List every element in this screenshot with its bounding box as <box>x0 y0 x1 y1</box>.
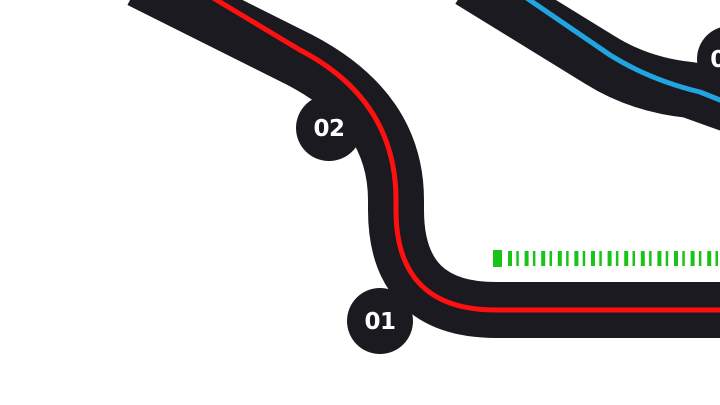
start-grid-tick <box>657 251 662 266</box>
track-upper-section <box>455 0 720 131</box>
start-grid-tick <box>582 251 586 266</box>
start-grid-tick <box>541 251 546 266</box>
corner-02-marker: 02 <box>296 95 362 161</box>
start-grid-tick <box>682 251 685 266</box>
corner-01-label: 01 <box>364 309 395 335</box>
corner-partial-badge <box>697 27 720 91</box>
start-grid-tick <box>715 251 718 266</box>
start-finish-grid <box>493 250 718 267</box>
start-grid-tick <box>607 251 612 266</box>
start-grid-tick <box>690 251 695 266</box>
start-grid-tick <box>557 251 562 266</box>
start-grid-tick <box>649 251 652 266</box>
corner-partial-label: 0 <box>710 47 720 73</box>
corner-01-badge <box>347 288 413 354</box>
sector-red-line <box>211 0 720 313</box>
sector-blue-line <box>525 0 720 103</box>
start-grid-tick <box>508 251 512 266</box>
start-grid-tick <box>615 251 619 266</box>
start-grid-tick <box>665 251 669 266</box>
corner-partial-marker: 0 <box>697 27 720 91</box>
start-grid-tick <box>591 251 595 266</box>
start-grid-tick <box>624 251 629 266</box>
start-grid-tick <box>566 251 569 266</box>
start-grid-tick <box>674 251 678 266</box>
start-grid-block <box>493 250 502 267</box>
start-grid-tick <box>632 251 635 266</box>
start-grid-tick <box>574 251 579 266</box>
start-grid-tick <box>524 251 529 266</box>
sector-lines <box>211 0 720 313</box>
corner-01-marker: 01 <box>347 288 413 354</box>
corner-02-label: 02 <box>313 116 344 142</box>
start-grid-tick <box>707 251 712 266</box>
start-grid-tick <box>549 251 552 266</box>
start-grid-tick <box>640 251 645 266</box>
corner-02-badge <box>296 95 362 161</box>
start-grid-tick <box>599 251 602 266</box>
start-grid-tick <box>516 251 519 266</box>
start-grid-tick <box>698 251 702 266</box>
start-grid-tick <box>532 251 536 266</box>
